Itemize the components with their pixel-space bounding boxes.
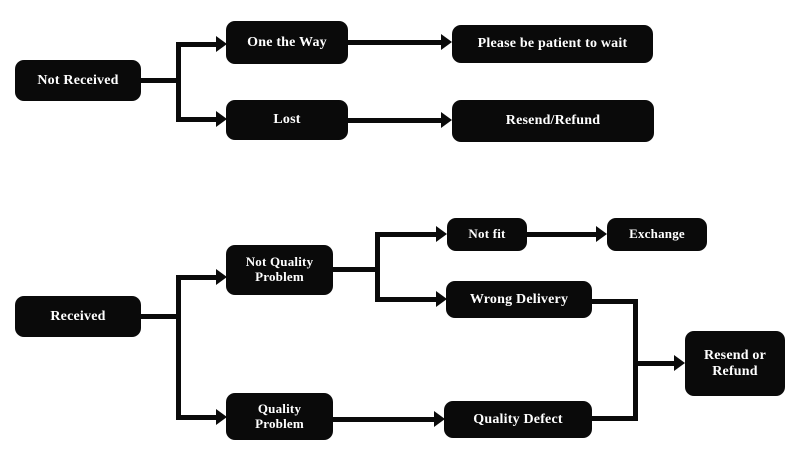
node-not-received[interactable]: Not Received xyxy=(15,60,141,101)
arrowhead-to-not-fit xyxy=(436,226,447,242)
node-not-fit[interactable]: Not fit xyxy=(447,218,527,251)
node-on-the-way[interactable]: One the Way xyxy=(226,21,348,64)
connector-received-to-quality-problem xyxy=(176,415,220,420)
connector-wrong-delivery-to-merge xyxy=(592,299,638,304)
node-received[interactable]: Received xyxy=(15,296,141,337)
connector-merge-to-resend-or-refund xyxy=(633,361,679,366)
node-not-received-label: Not Received xyxy=(37,72,119,88)
arrowhead-to-quality-problem xyxy=(216,409,227,425)
connector-not-quality-stem xyxy=(333,267,379,272)
connector-not-quality-split xyxy=(375,232,380,302)
node-exchange-label: Exchange xyxy=(629,226,685,242)
connector-not-received-to-lost xyxy=(176,117,220,122)
node-resend-refund-label: Resend/Refund xyxy=(505,113,601,129)
arrowhead-to-on-the-way xyxy=(216,36,227,52)
arrowhead-to-quality-defect xyxy=(434,411,445,427)
connector-received-split xyxy=(176,275,181,420)
connector-not-received-to-on-the-way xyxy=(176,42,220,47)
connector-not-quality-to-wrong-delivery xyxy=(375,297,441,302)
node-not-fit-label: Not fit xyxy=(468,226,506,242)
arrowhead-to-please-wait xyxy=(441,34,452,50)
node-quality-defect-label: Quality Defect xyxy=(473,411,563,427)
node-resend-refund[interactable]: Resend/Refund xyxy=(452,100,654,142)
node-not-quality-problem-label: Not Quality Problem xyxy=(245,254,314,284)
node-quality-problem[interactable]: Quality Problem xyxy=(226,393,333,440)
node-not-quality-problem[interactable]: Not Quality Problem xyxy=(226,245,333,295)
arrowhead-to-lost xyxy=(216,111,227,127)
node-lost[interactable]: Lost xyxy=(226,100,348,140)
node-resend-or-refund[interactable]: Resend or Refund xyxy=(685,331,785,396)
arrowhead-to-exchange xyxy=(596,226,607,242)
arrowhead-to-resend-or-refund xyxy=(674,355,685,371)
connector-received-to-not-quality xyxy=(176,275,220,280)
connector-quality-problem-to-quality-defect xyxy=(333,417,439,422)
node-lost-label: Lost xyxy=(273,112,301,128)
connector-received-stem xyxy=(141,314,181,319)
connector-merge-vertical xyxy=(633,299,638,421)
arrowhead-to-wrong-delivery xyxy=(436,291,447,307)
connector-on-the-way-to-please-wait xyxy=(348,40,446,45)
connector-quality-defect-to-merge xyxy=(592,416,638,421)
node-on-the-way-label: One the Way xyxy=(247,34,327,50)
node-exchange[interactable]: Exchange xyxy=(607,218,707,251)
node-quality-defect[interactable]: Quality Defect xyxy=(444,401,592,438)
node-wrong-delivery[interactable]: Wrong Delivery xyxy=(446,281,592,318)
connector-not-received-stem xyxy=(141,78,181,83)
node-please-wait-label: Please be patient to wait xyxy=(477,36,628,52)
connector-not-received-split xyxy=(176,42,181,122)
connector-not-quality-to-not-fit xyxy=(375,232,441,237)
arrowhead-to-not-quality-problem xyxy=(216,269,227,285)
arrowhead-to-resend-refund xyxy=(441,112,452,128)
node-quality-problem-label: Quality Problem xyxy=(255,400,304,431)
node-wrong-delivery-label: Wrong Delivery xyxy=(469,291,569,307)
node-resend-or-refund-label: Resend or Refund xyxy=(703,347,767,379)
connector-lost-to-resend-refund xyxy=(348,118,446,123)
node-please-be-patient-to-wait[interactable]: Please be patient to wait xyxy=(452,25,653,63)
node-received-label: Received xyxy=(50,308,106,324)
connector-not-fit-to-exchange xyxy=(527,232,601,237)
